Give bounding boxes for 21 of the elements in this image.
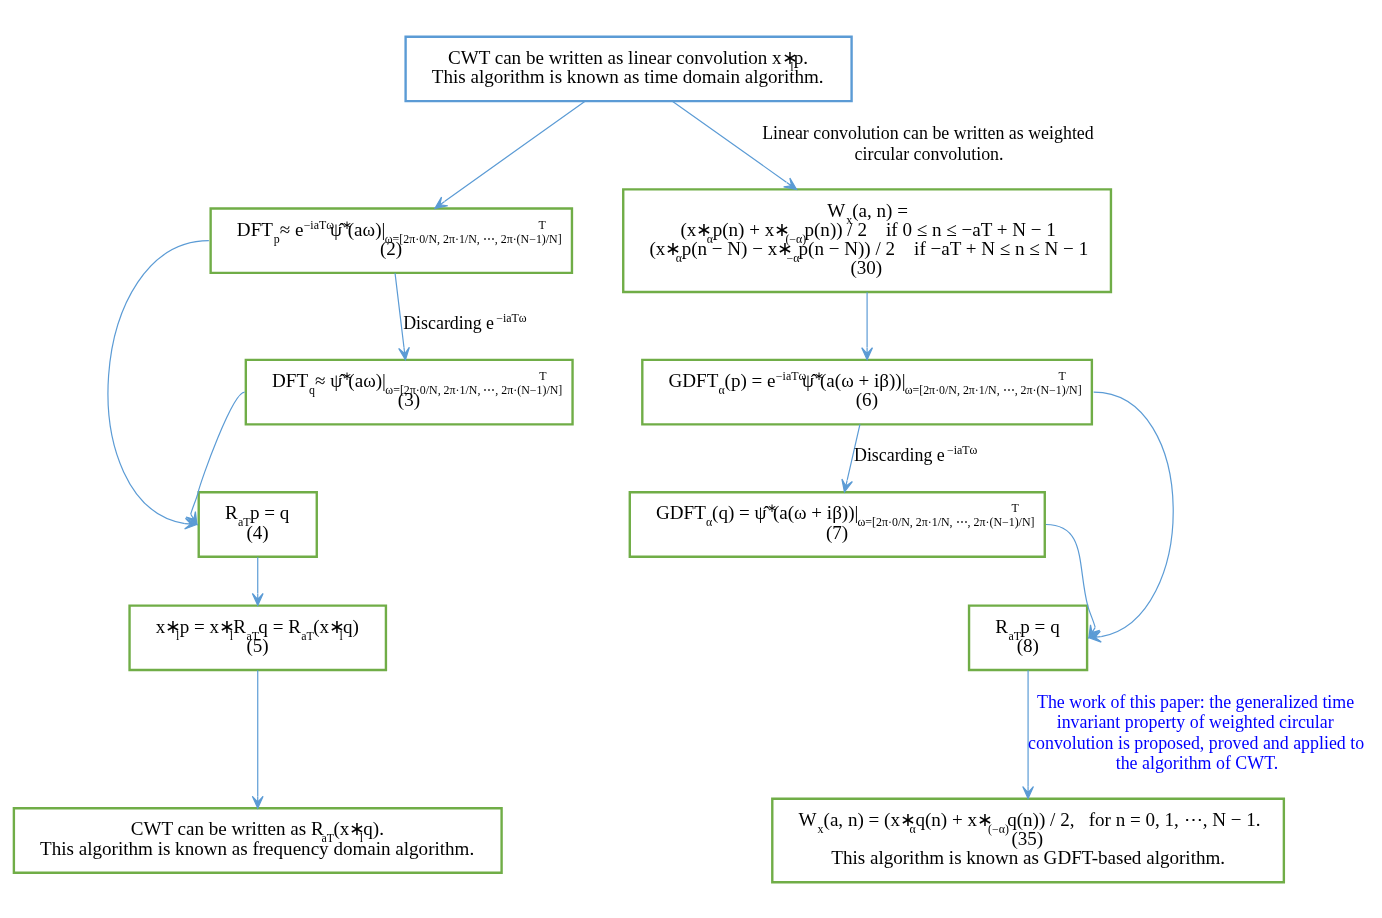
arrow xyxy=(1021,669,1034,799)
arrow xyxy=(1044,523,1100,638)
arrow xyxy=(251,669,264,809)
arrow xyxy=(433,100,586,209)
arrow xyxy=(840,423,861,493)
node-box: W$_{x}$(a, n) = (x∗$_{α}$p(n) + x∗$_{(−α)}$p(n)) / 2 if 0 ≤ n ≤ −aT + N − 1 (x∗$_{α}$p(n − N) − x∗$_{−α}$p(n − N)) / 2 if −aT + N ≤ n ≤ N − 1 (30) xyxy=(621,187,1112,293)
arrow xyxy=(393,272,410,360)
edge-label: The work of this paper: the generalized time invariant property of weighted circular convolution is proposed, proved and applied to the algorithm of CWT. xyxy=(1027,691,1364,773)
arrow xyxy=(860,291,873,360)
edge-label: Linear convolution can be written as weighted circular convolution. xyxy=(761,122,1094,164)
node-box: CWT can be written as R$_{aT}$(x∗$_{l}$q). This algorithm is known as frequency domain algorithm. xyxy=(12,806,503,874)
node-box: CWT can be written as linear convolution x∗$_{l}$p. This algorithm is known as time domain algorithm. xyxy=(403,35,853,102)
arrow xyxy=(671,100,797,190)
edge-label: Discarding e$^{−iaTω}$ xyxy=(853,442,977,465)
arrow xyxy=(251,556,264,606)
node-box: x∗$_{l}$p = x∗$_{l}$R$_{aT}$q = R$_{aT}$(x∗$_{l}$q) (5) xyxy=(127,603,387,671)
arrow xyxy=(185,391,245,525)
node-box: R$_{aT}$p = q (4) xyxy=(197,490,318,558)
edge-label: Discarding e$^{−iaTω}$ xyxy=(402,310,527,333)
node-box: W$_{x}$(a, n) = (x∗$_{α}$q(n) + x∗$_{(−α)}$q(n)) / 2, for n = 0, 1, ⋯, N − 1. (35) This algorithm is known as GDFT-based algorithm. xyxy=(770,797,1285,883)
node-box: R$_{aT}$p = q (8) xyxy=(967,603,1088,671)
